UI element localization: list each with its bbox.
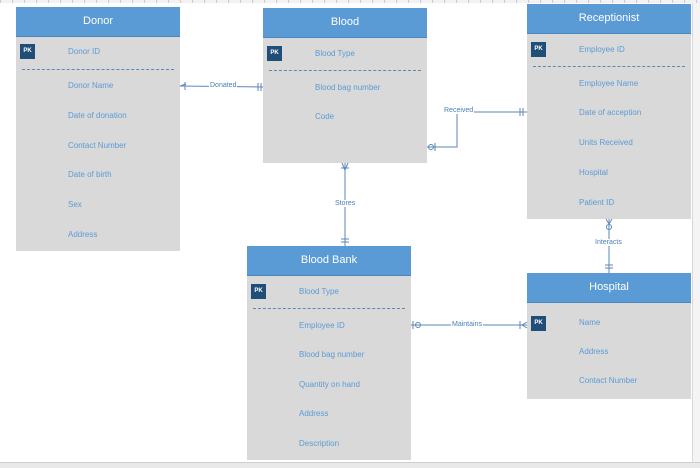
blood-bank-entity[interactable]: Blood Bank PK Blood Type Employee ID Blo… [247,246,411,460]
received-line [427,111,527,148]
blood-pk-attribute: Blood Type [315,49,355,58]
donor-entity[interactable]: Donor PK Donor ID Donor Name Date of don… [16,7,180,251]
blood-bank-attribute: Quantity on hand [299,380,360,389]
receptionist-attribute: Date of acception [579,108,642,117]
receptionist-pk-badge: PK [531,42,546,57]
stores-end-crow [344,162,349,171]
receptionist-entity[interactable]: Receptionist PK Employee ID Employee Nam… [527,4,691,219]
blood-entity[interactable]: Blood PK Blood Type Blood bag number Cod… [263,8,427,163]
blood-bank-title: Blood Bank [247,246,411,276]
stores-label: Stores [334,200,357,207]
receptionist-pk-attribute: Employee ID [579,45,625,54]
donor-pk-badge: PK [20,44,35,59]
blood-attribute: Blood bag number [315,83,381,92]
blood-bank-attribute: Employee ID [299,321,345,330]
maintains-label: Maintains [451,321,483,328]
blood-separator [269,70,421,71]
donor-separator [22,69,174,70]
blood-bank-pk-attribute: Blood Type [299,287,339,296]
interacts-label: Interacts [594,239,623,246]
receptionist-attribute: Units Received [579,138,633,147]
top-ruler [0,0,700,3]
hospital-attribute: Address [579,347,609,356]
hospital-attribute: Contact Number [579,376,638,385]
interacts-end-crow [605,218,610,225]
blood-pk-badge: PK [267,46,282,61]
blood-bank-attribute: Description [299,439,340,448]
donor-attribute: Address [68,230,98,239]
donor-pk-attribute: Donor ID [68,47,101,56]
maintains-end-crow [521,321,528,326]
hospital-pk-badge: PK [531,316,546,331]
receptionist-separator [533,66,685,67]
received-end-circle [428,144,434,150]
stores-end-crow [341,162,346,171]
donor-attribute: Contact Number [68,141,127,150]
interacts-end-circle [606,224,612,230]
hospital-title: Hospital [527,273,691,303]
received-label: Received [443,107,475,114]
blood-title: Blood [263,8,427,38]
receptionist-attribute: Hospital [579,168,608,177]
blood-bank-pk-badge: PK [251,284,266,299]
hospital-entity[interactable]: Hospital PK Name Address Contact Number [527,273,691,399]
blood-bank-attribute: Blood bag number [299,350,365,359]
receptionist-title: Receptionist [527,4,691,34]
horizontal-scrollbar[interactable] [0,462,700,468]
donated-label: Donated [209,82,238,89]
vertical-scrollbar[interactable] [692,3,700,462]
donor-title: Donor [16,7,180,37]
donated-end-crow [179,83,187,87]
donor-attribute: Date of birth [68,170,112,179]
receptionist-attribute: Patient ID [579,198,615,207]
blood-bank-separator [253,308,405,309]
blood-attribute: Code [315,112,335,121]
receptionist-attribute: Employee Name [579,79,639,88]
blood-bank-attribute: Address [299,409,329,418]
donor-attribute: Sex [68,200,82,209]
hospital-pk-attribute: Name [579,318,601,327]
donor-attribute: Date of donation [68,111,127,120]
maintains-end-circle [415,322,421,328]
interacts-end-crow [608,218,613,225]
donor-attribute: Donor Name [68,81,114,90]
maintains-end-crow [521,324,528,329]
